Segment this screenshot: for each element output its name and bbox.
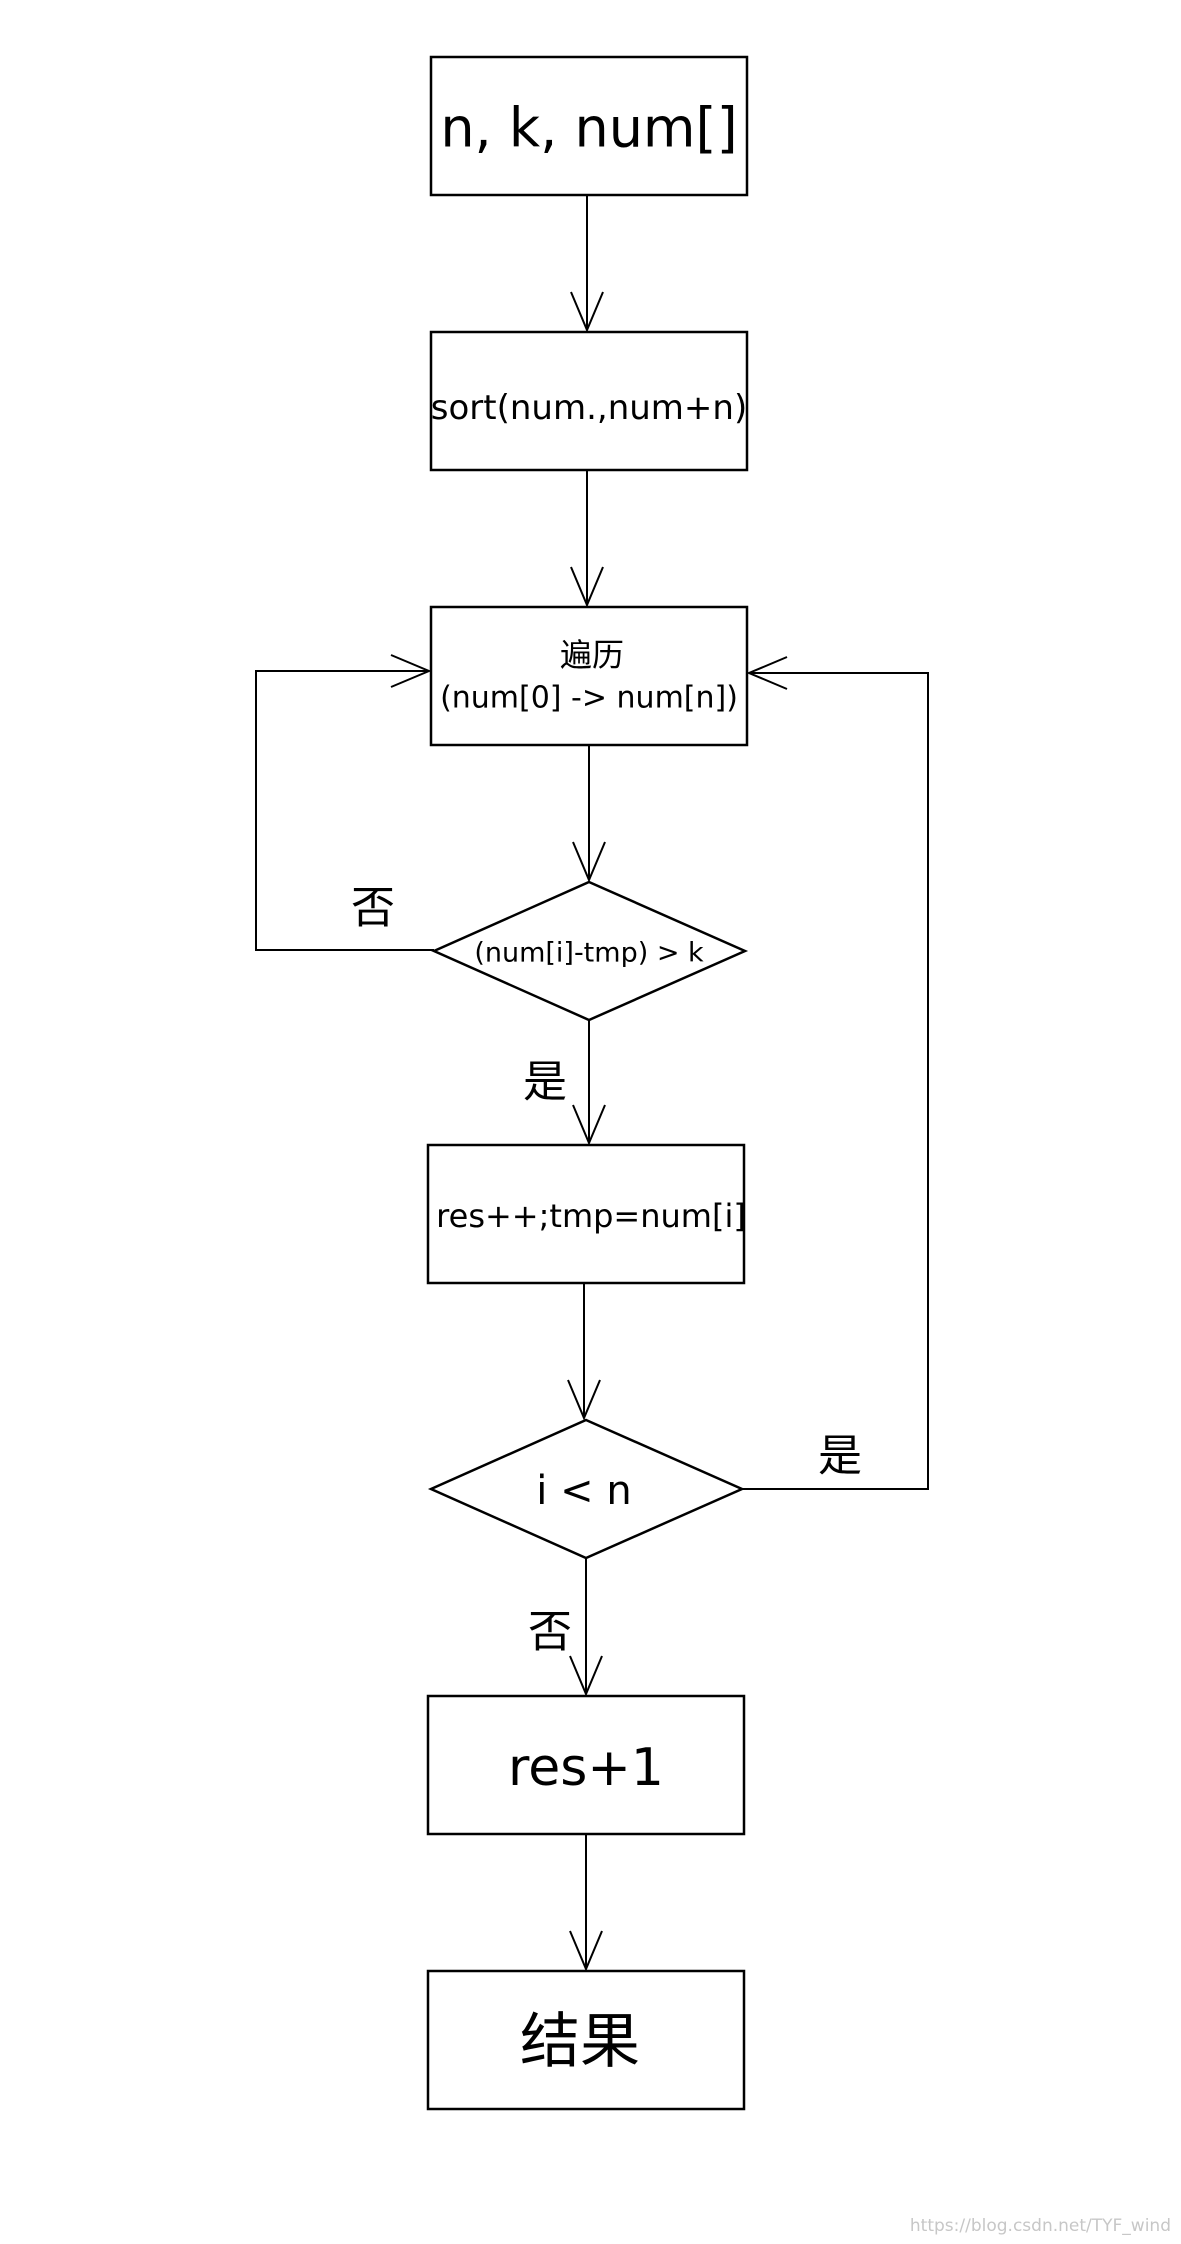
loop-check-diamond-label: i < n: [536, 1468, 631, 1514]
watermark: https://blog.csdn.net/TYF_wind: [909, 2216, 1171, 2236]
loop-check-diamond: i < n: [427, 1418, 746, 1560]
update-node: res++;tmp=num[i]: [426, 1143, 746, 1285]
edge-label-condition-no: 否: [351, 883, 395, 934]
edge-label-loop-no: 否: [528, 1607, 572, 1658]
result-node-label: 结果: [520, 2007, 640, 2077]
traverse-node-label-line1: 遍历: [560, 636, 624, 674]
result-node: 结果: [426, 1969, 746, 2111]
traverse-node: 遍历 (num[0] -> num[n]): [429, 605, 749, 747]
condition-diamond-label: (num[i]-tmp) > k: [474, 938, 704, 969]
condition-diamond: (num[i]-tmp) > k: [430, 880, 749, 1022]
sort-node-label: sort(num.,num+n): [431, 388, 747, 428]
arrow-loop-yes-to-traverse: [742, 656, 929, 1490]
edge-label-loop-yes: 是: [818, 1431, 862, 1482]
update-node-label: res++;tmp=num[i]: [436, 1197, 746, 1235]
traverse-node-label-line2: (num[0] -> num[n]): [440, 681, 738, 716]
arrow-condition-no-loop: [255, 654, 434, 951]
increment-node-label: res+1: [508, 1738, 664, 1798]
edge-label-condition-yes: 是: [523, 1057, 567, 1108]
input-node-label: n, k, num[]: [440, 97, 737, 160]
increment-node: res+1: [426, 1694, 746, 1836]
sort-node: sort(num.,num+n): [429, 330, 749, 472]
input-node: n, k, num[]: [429, 55, 749, 197]
